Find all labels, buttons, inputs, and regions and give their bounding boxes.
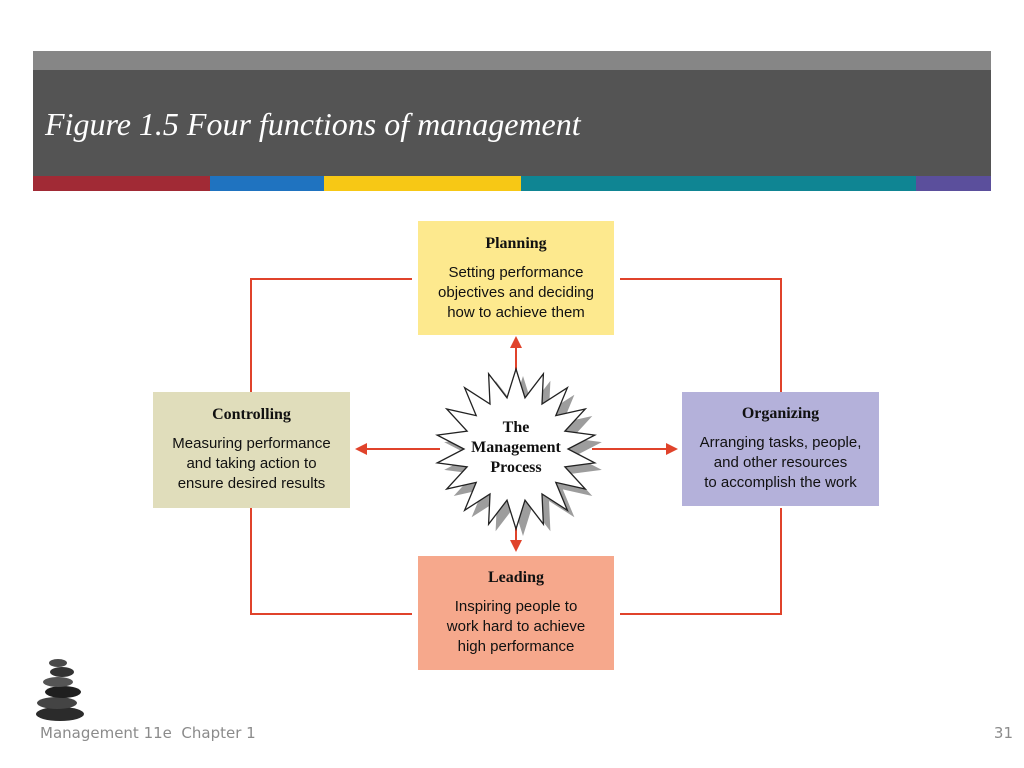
color-stripe-yellow [324,176,521,191]
color-stripe-red [33,176,210,191]
color-stripe-purple [916,176,991,191]
leading-title: Leading [487,569,544,586]
connector-leading-controlling [250,508,412,615]
arrowhead-up [510,336,522,348]
organizing-description-line: and other resources [713,454,848,471]
planning-title: Planning [485,235,547,252]
starburst-outline [435,366,597,532]
page-number: 31 [993,724,1013,742]
connector-planning-organizing [620,278,782,392]
leading-description: Inspiring people to work hard to achieve… [418,597,614,657]
controlling-description-line: ensure desired results [177,475,326,492]
leading-box: Leading Inspiring people to work hard to… [418,556,614,670]
footer-book-chapter: Management 11e Chapter 1 [40,724,256,742]
connector-controlling-planning [250,278,412,392]
controlling-box: Controlling Measuring performance and ta… [153,392,350,508]
color-stripe-teal [521,176,916,191]
arrowhead-right [666,443,678,455]
controlling-description-line: and taking action to [186,455,317,472]
process-label-line: Management [471,439,561,456]
planning-description-line: Setting performance [448,264,584,281]
controlling-description: Measuring performance and taking action … [153,434,350,494]
organizing-description-line: to accomplish the work [704,474,857,491]
organizing-title: Organizing [741,405,820,422]
connector-organizing-leading [620,508,782,615]
title-bar [33,70,991,176]
planning-description-line: how to achieve them [447,304,585,321]
management-process-label: The Management Process [446,418,586,478]
leading-description-line: Inspiring people to [454,598,578,615]
controlling-title: Controlling [212,406,291,423]
organizing-description-line: Arranging tasks, people, [699,434,862,451]
leading-description-line: high performance [457,638,575,655]
process-label-line: Process [490,459,542,476]
planning-description-line: objectives and deciding [438,284,594,301]
arrowhead-down [510,540,522,552]
arrowhead-left [355,443,367,455]
planning-description: Setting performance objectives and decid… [418,263,614,323]
process-label-line: The [502,419,530,436]
leading-description-line: work hard to achieve [446,618,586,635]
title-bar-top-band [33,51,991,70]
controlling-description-line: Measuring performance [172,435,331,452]
color-stripe-blue [210,176,324,191]
slide-title: Figure 1.5 Four functions of management [45,106,581,142]
planning-box: Planning Setting performance objectives … [418,221,614,335]
organizing-description: Arranging tasks, people, and other resou… [682,433,879,493]
organizing-box: Organizing Arranging tasks, people, and … [682,392,879,506]
